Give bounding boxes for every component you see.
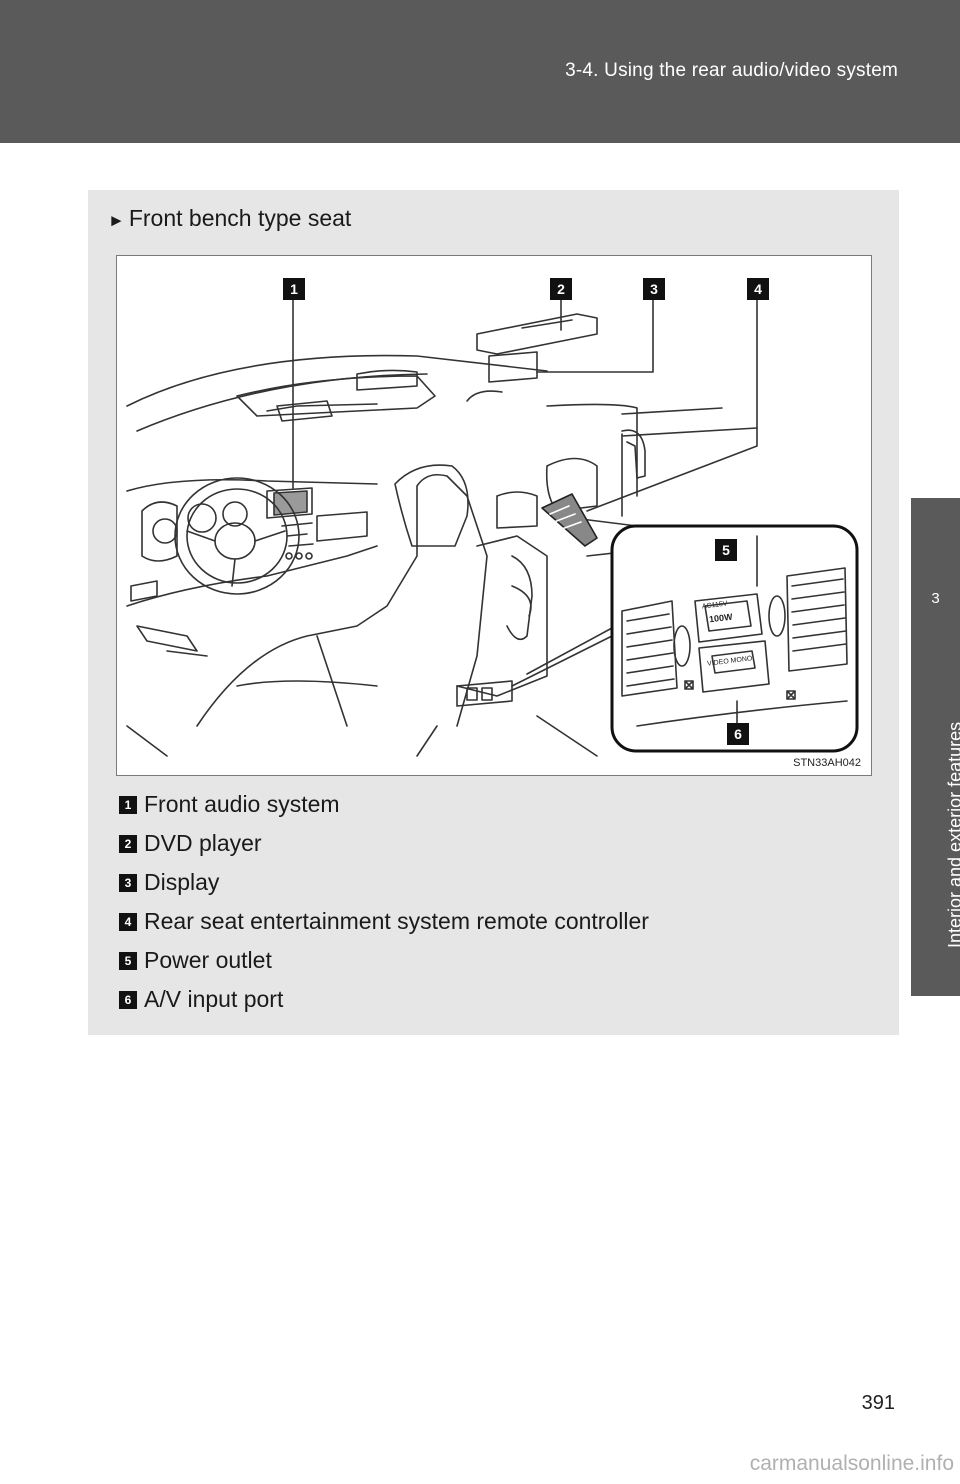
legend-label: Display xyxy=(144,869,220,895)
number-badge: 5 xyxy=(119,951,137,970)
page-header: 3-4. Using the rear audio/video system xyxy=(0,0,960,143)
chapter-number: 3 xyxy=(931,590,940,607)
number-badge: 4 xyxy=(119,912,137,931)
list-item: 4 Rear seat entertainment system remote … xyxy=(119,902,649,941)
number-badge: 6 xyxy=(119,990,137,1009)
callout-6: 6 xyxy=(727,723,749,745)
chapter-tab: 3 Interior and exterior features xyxy=(911,498,960,996)
watermark: carmanualsonline.info xyxy=(749,1452,954,1475)
legend-label: DVD player xyxy=(144,830,262,856)
legend-list: 1 Front audio system 2 DVD player 3 Disp… xyxy=(119,785,649,1019)
legend-label: Power outlet xyxy=(144,947,272,973)
interior-illustration: 1 2 3 4 5 6 AC115V 100W VIDEO MONO STN33… xyxy=(116,255,872,776)
number-badge: 3 xyxy=(119,873,137,892)
legend-label: Rear seat entertainment system remote co… xyxy=(144,908,649,934)
callout-4: 4 xyxy=(747,278,769,300)
callout-1: 1 xyxy=(283,278,305,300)
subheading: ►Front bench type seat xyxy=(108,205,351,232)
list-item: 5 Power outlet xyxy=(119,941,649,980)
page-number: 391 xyxy=(861,1392,895,1414)
legend-label: A/V input port xyxy=(144,986,284,1012)
list-item: 6 A/V input port xyxy=(119,980,649,1019)
legend-label: Front audio system xyxy=(144,791,340,817)
number-badge: 2 xyxy=(119,834,137,853)
section-title: 3-4. Using the rear audio/video system xyxy=(565,60,898,81)
list-item: 2 DVD player xyxy=(119,824,649,863)
vehicle-interior-drawing xyxy=(126,298,859,757)
list-item: 1 Front audio system xyxy=(119,785,649,824)
callout-3: 3 xyxy=(643,278,665,300)
number-badge: 1 xyxy=(119,795,137,814)
subheading-text: Front bench type seat xyxy=(128,205,352,231)
figure-code: STN33AH042 xyxy=(793,757,861,769)
triangle-bullet-icon: ► xyxy=(108,211,125,230)
list-item: 3 Display xyxy=(119,863,649,902)
callout-2: 2 xyxy=(550,278,572,300)
chapter-label: Interior and exterior features xyxy=(945,721,960,948)
callout-5: 5 xyxy=(715,539,737,561)
